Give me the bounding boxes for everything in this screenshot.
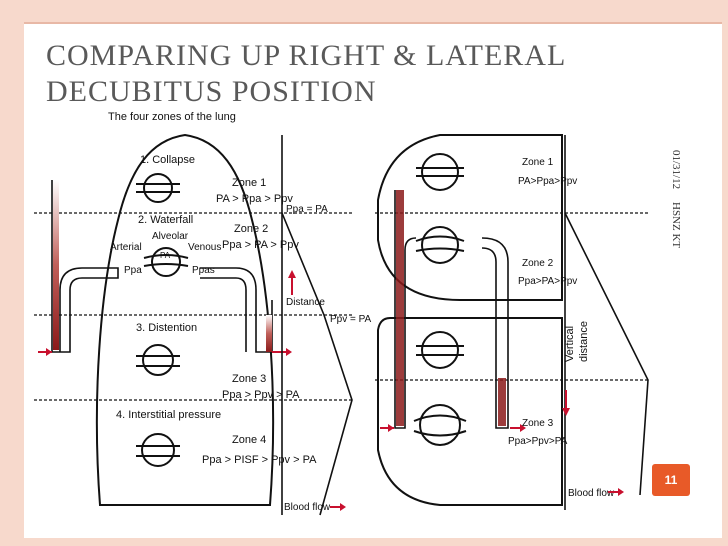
arterial-label: Arterial <box>110 242 142 253</box>
zone-label-distention: 3. Distention <box>136 322 197 334</box>
alveolus-zone4 <box>136 433 180 467</box>
right-alveolus-4 <box>413 404 467 446</box>
right-blood-flow-label: Blood flow <box>568 488 615 499</box>
left-zone3-label: Zone 3 <box>232 373 266 385</box>
accent-line <box>24 22 722 24</box>
slide-footer-vertical: 01/31/12 HSNZ KT <box>670 150 690 310</box>
frame-right <box>722 0 728 546</box>
title-line-2: DECUBITUS POSITION <box>46 75 377 108</box>
right-zone1-label: Zone 1 <box>522 157 554 168</box>
right-zone2-label: Zone 2 <box>522 258 554 269</box>
zone-label-interstitial: 4. Interstitial pressure <box>116 409 221 421</box>
right-zone3-label: Zone 3 <box>522 418 554 429</box>
left-ppa-eq: Ppa = PA <box>286 204 328 215</box>
slide-credit: HSNZ KT <box>670 202 682 249</box>
right-vessel-tubes <box>394 190 509 429</box>
right-flow-curve <box>564 212 649 496</box>
left-flow-curve <box>281 212 353 516</box>
inflow-arrowhead <box>46 348 52 356</box>
venous-blood-column <box>266 315 272 352</box>
frame-bottom <box>0 538 728 546</box>
slide-date: 01/31/12 <box>670 150 682 190</box>
right-alveolus-3 <box>416 331 464 369</box>
ppa-label: Ppa <box>124 265 142 276</box>
venous-label: Venous <box>188 242 221 253</box>
left-distance-label: Distance <box>286 297 325 308</box>
right-lower-lung-outline <box>377 317 563 506</box>
alveolar-label: Alveolar <box>152 231 189 242</box>
zone-label-collapse: 1. Collapse <box>140 154 195 166</box>
alveolus-zone1 <box>136 173 180 203</box>
frame-top <box>0 0 728 22</box>
left-zone2-label: Zone 2 <box>234 223 268 235</box>
right-upper-lung-outline <box>377 134 563 301</box>
left-blood-flow-label: Blood flow <box>284 502 331 513</box>
right-alveolus-1 <box>416 153 464 191</box>
frame-left <box>0 0 24 546</box>
left-zone2-eq: Ppa > PA > Ppv <box>222 239 299 251</box>
zone-label-waterfall: 2. Waterfall <box>138 214 193 226</box>
page-number-badge: 11 <box>652 464 690 496</box>
left-figure-heading: The four zones of the lung <box>108 111 236 123</box>
right-vertical-label: Vertical <box>564 326 576 362</box>
venous-tube <box>200 267 273 353</box>
left-zone1-eq: PA > Ppa > Ppv <box>216 193 293 205</box>
distance-arrowhead <box>288 270 296 278</box>
outflow-arrowhead <box>286 348 292 356</box>
alveolus-zone3 <box>136 344 180 376</box>
slide-canvas <box>24 22 722 538</box>
right-zone3-eq: Ppa>Ppv>PA <box>508 436 568 447</box>
right-zone1-eq: PA>Ppa>Ppv <box>518 176 577 187</box>
alveolus-zone2 <box>143 247 189 277</box>
left-zone3-eq: Ppa > Ppv > PA <box>222 389 300 401</box>
right-zone2-eq: Ppa>PA>Ppv <box>518 276 577 287</box>
title-line-1: COMPARING UP RIGHT & LATERAL <box>46 39 567 72</box>
left-ppv-eq: Ppv = PA <box>330 314 372 325</box>
right-arterial-column <box>396 190 404 426</box>
ppas-label: Ppas <box>192 265 215 276</box>
pa-label: PA <box>160 251 171 260</box>
arterial-tube <box>51 180 119 353</box>
right-venous-column <box>498 378 506 426</box>
right-alveolus-2 <box>415 226 465 264</box>
right-distance-label: distance <box>578 321 590 362</box>
left-zone1-label: Zone 1 <box>232 177 266 189</box>
left-zone4-eq: Ppa > PISF > Ppv > PA <box>202 454 317 466</box>
left-zone4-label: Zone 4 <box>232 434 266 446</box>
slide-title: COMPARING UP RIGHT & LATERAL DECUBITUS P… <box>46 38 626 110</box>
arterial-blood-column <box>53 180 59 350</box>
